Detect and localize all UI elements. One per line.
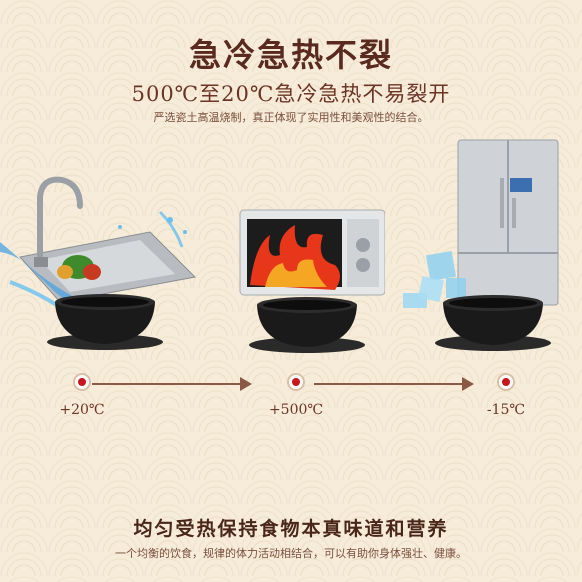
temperature-node-3 [497, 373, 515, 391]
microwave-illustration [239, 209, 386, 296]
temperature-label-3: -15℃ [486, 402, 526, 418]
temperature-label-2: +500℃ [268, 402, 324, 418]
fridge-scene [398, 138, 568, 353]
clay-pot-hot [249, 297, 365, 353]
subheadline: 500℃至20℃急冷急热不易裂开 [131, 82, 451, 106]
timeline-line-2 [314, 383, 464, 385]
sink-scene [0, 172, 200, 352]
description: 严选瓷土高温烧制，真正体现了实用性和美观性的结合。 [153, 111, 429, 124]
arrow-icon [462, 377, 474, 391]
headline: 急冷急热不裂 [188, 36, 393, 74]
clay-pot-cold [47, 294, 163, 350]
footer-title: 均匀受热保持食物本真味道和营养 [133, 518, 449, 540]
temperature-node-1 [73, 373, 91, 391]
footer-description: 一个均衡的饮食，规律的体力活动相结合，可以有助你身体强壮、健康。 [115, 547, 467, 560]
temperature-label-1: +20℃ [59, 402, 105, 418]
fridge-illustration [403, 139, 559, 317]
arrow-icon [240, 377, 252, 391]
clay-pot-frozen [435, 295, 551, 351]
microwave-scene [235, 205, 386, 355]
timeline-line-1 [92, 383, 242, 385]
temperature-node-2 [287, 373, 305, 391]
